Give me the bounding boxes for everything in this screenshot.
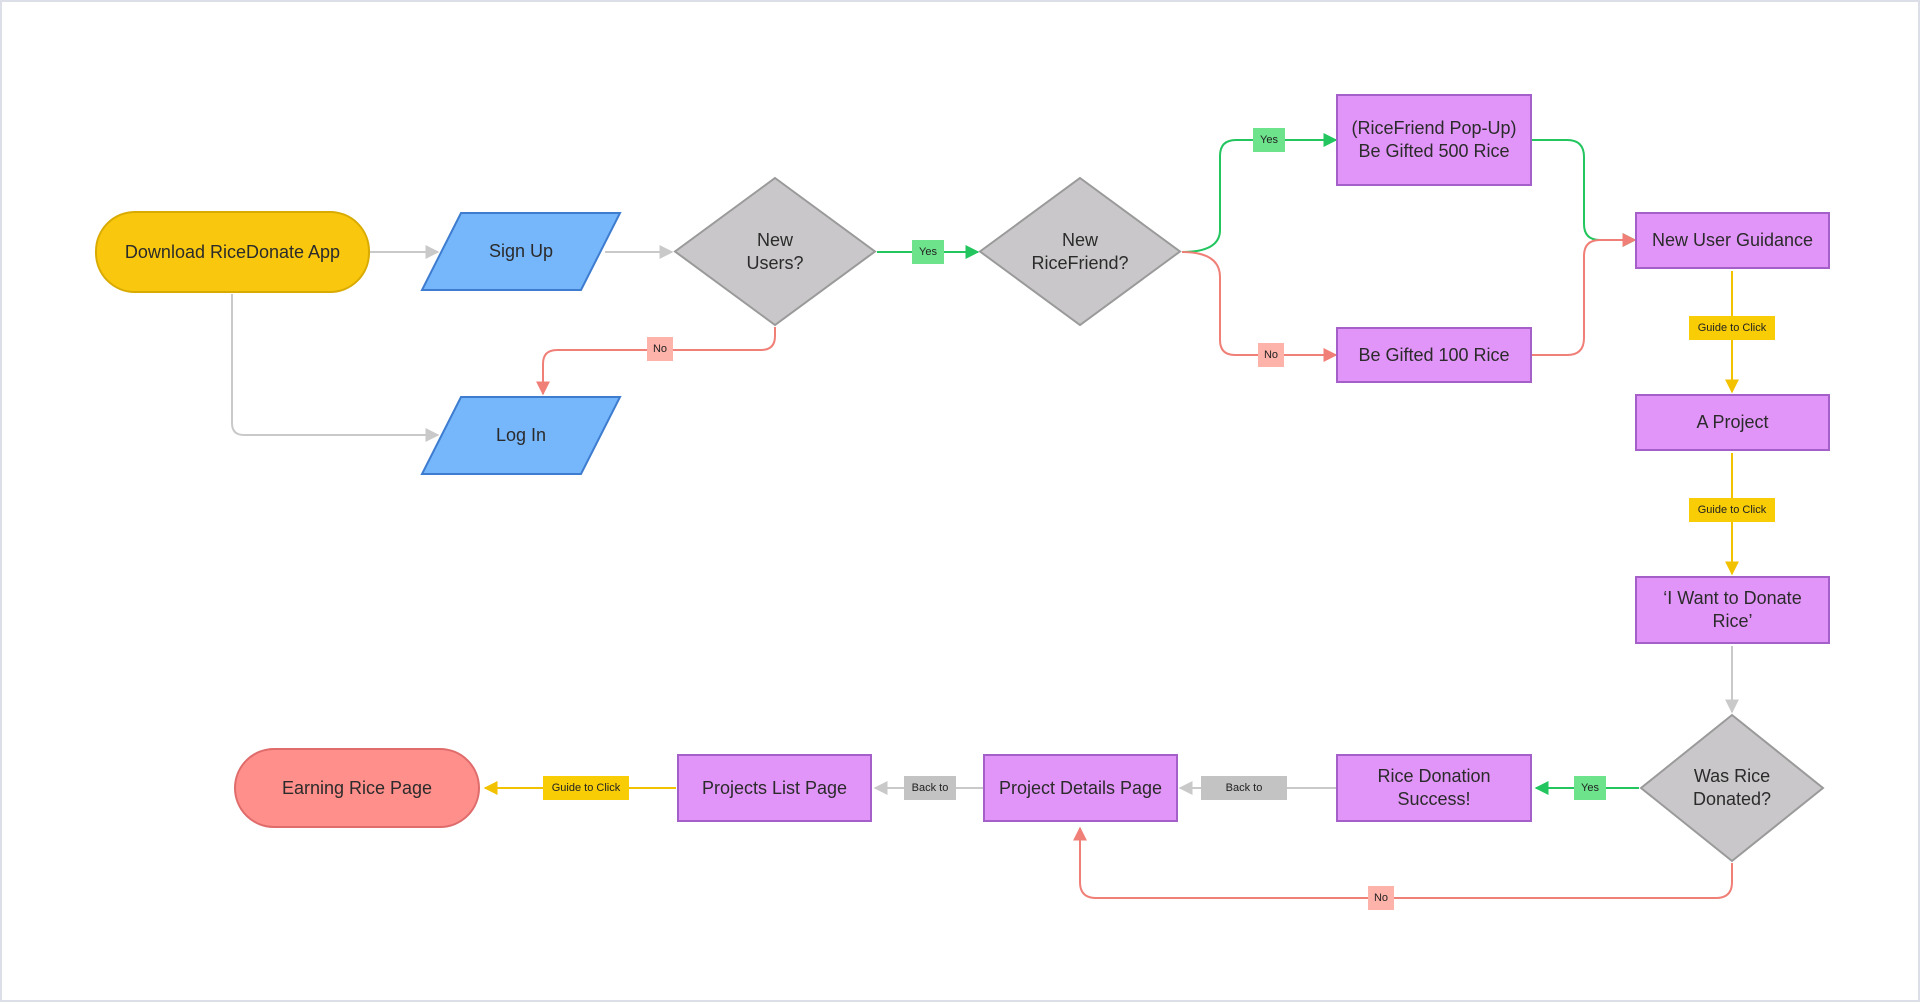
edge-ricefriend-gifted500 [1181, 133, 1338, 253]
gifted-100-label: Be Gifted 100 Rice [1358, 344, 1510, 365]
gifted-100-node[interactable]: Be Gifted 100 Rice [1336, 327, 1532, 383]
back-to-label-details-list: Back to [904, 776, 956, 800]
sign-up-label: Sign Up [488, 241, 554, 261]
was-rice-donated-label: Was Rice Donated? [1692, 766, 1772, 809]
sign-up-node[interactable]: Sign Up [420, 211, 622, 292]
edge-ricefriend-gifted100 [1181, 251, 1338, 362]
edge-gifted100-guidance [1532, 233, 1637, 356]
yes-label-donated: Yes [1574, 776, 1606, 800]
yes-label-new-users: Yes [912, 240, 944, 264]
earning-rice-node[interactable]: Earning Rice Page [234, 748, 480, 828]
download-app-node[interactable]: Download RiceDonate App [95, 211, 370, 293]
project-details-label: Project Details Page [998, 777, 1163, 798]
edge-gifted500-guidance [1532, 139, 1637, 247]
yes-label-ricefriend: Yes [1253, 128, 1285, 152]
edge-download-login [231, 294, 440, 442]
guide-label-guidance-project: Guide to Click [1689, 316, 1775, 340]
no-label-ricefriend: No [1258, 343, 1284, 367]
was-rice-donated-diamond [1639, 713, 1825, 863]
projects-list-label: Projects List Page [701, 777, 848, 798]
new-user-guidance-label: New User Guidance [1651, 230, 1814, 250]
gifted-500-label: (RiceFriend Pop-Up) Be Gifted 500 Rice [1351, 118, 1517, 161]
no-label-donated: No [1368, 886, 1394, 910]
new-users-decision[interactable]: New Users? [673, 176, 877, 327]
edge-wasdonated-details [1073, 826, 1733, 899]
new-users-diamond [673, 176, 877, 327]
project-details-node[interactable]: Project Details Page [983, 754, 1178, 822]
earning-rice-label: Earning Rice Page [281, 777, 433, 798]
want-to-donate-label: ‘I Want to Donate Rice’ [1663, 588, 1802, 631]
sign-up-shape [420, 212, 622, 291]
guide-label-list-earning: Guide to Click [543, 776, 629, 800]
a-project-label: A Project [1696, 412, 1769, 432]
donation-success-node[interactable]: Rice Donation Success! [1336, 754, 1532, 822]
download-app-label: Download RiceDonate App [124, 241, 341, 262]
was-rice-donated-decision[interactable]: Was Rice Donated? [1639, 713, 1825, 863]
a-project-node[interactable]: A Project [1635, 394, 1830, 451]
no-label-new-users: No [647, 337, 673, 361]
new-user-guidance-node[interactable]: New User Guidance [1635, 212, 1830, 269]
new-ricefriend-diamond [978, 176, 1182, 327]
log-in-label: Log In [495, 425, 547, 445]
new-ricefriend-label: New RiceFriend? [1031, 229, 1129, 273]
back-to-label-success-details: Back to [1201, 776, 1287, 800]
want-to-donate-node[interactable]: ‘I Want to Donate Rice’ [1635, 576, 1830, 644]
donation-success-label: Rice Donation Success! [1377, 766, 1491, 809]
guide-label-project-donate: Guide to Click [1689, 498, 1775, 522]
projects-list-node[interactable]: Projects List Page [677, 754, 872, 822]
gifted-500-node[interactable]: (RiceFriend Pop-Up) Be Gifted 500 Rice [1336, 94, 1532, 186]
new-ricefriend-decision[interactable]: New RiceFriend? [978, 176, 1182, 327]
new-users-label: New Users? [746, 229, 804, 273]
log-in-shape [420, 396, 622, 475]
log-in-node[interactable]: Log In [420, 395, 622, 476]
